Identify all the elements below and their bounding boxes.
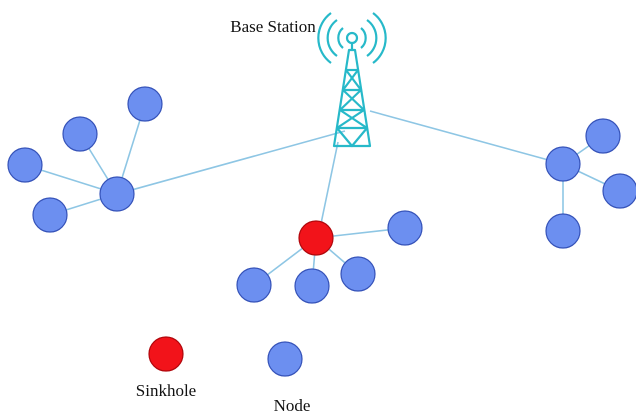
radio-tower-icon bbox=[317, 12, 387, 148]
sinkhole-node bbox=[298, 220, 334, 256]
node bbox=[32, 197, 68, 233]
link-tower-to-right-hub bbox=[369, 110, 564, 165]
legend-sinkhole-label: Sinkhole bbox=[136, 381, 196, 400]
node bbox=[127, 86, 163, 122]
legend-node-marker bbox=[267, 341, 303, 377]
link-tower-to-left-hub bbox=[116, 130, 346, 195]
legend-sinkhole-marker bbox=[148, 336, 184, 372]
node bbox=[7, 147, 43, 183]
node bbox=[545, 213, 581, 249]
node bbox=[294, 268, 330, 304]
base-station-label: Base Station bbox=[230, 17, 316, 36]
legend-node-label: Node bbox=[274, 396, 311, 415]
node-hub-right bbox=[545, 146, 581, 182]
node bbox=[62, 116, 98, 152]
node bbox=[387, 210, 423, 246]
node-hub-left bbox=[99, 176, 135, 212]
node bbox=[340, 256, 376, 292]
legend: Sinkhole Node bbox=[136, 336, 311, 415]
node bbox=[236, 267, 272, 303]
node bbox=[602, 173, 636, 209]
node bbox=[585, 118, 621, 154]
network-nodes bbox=[7, 86, 636, 304]
